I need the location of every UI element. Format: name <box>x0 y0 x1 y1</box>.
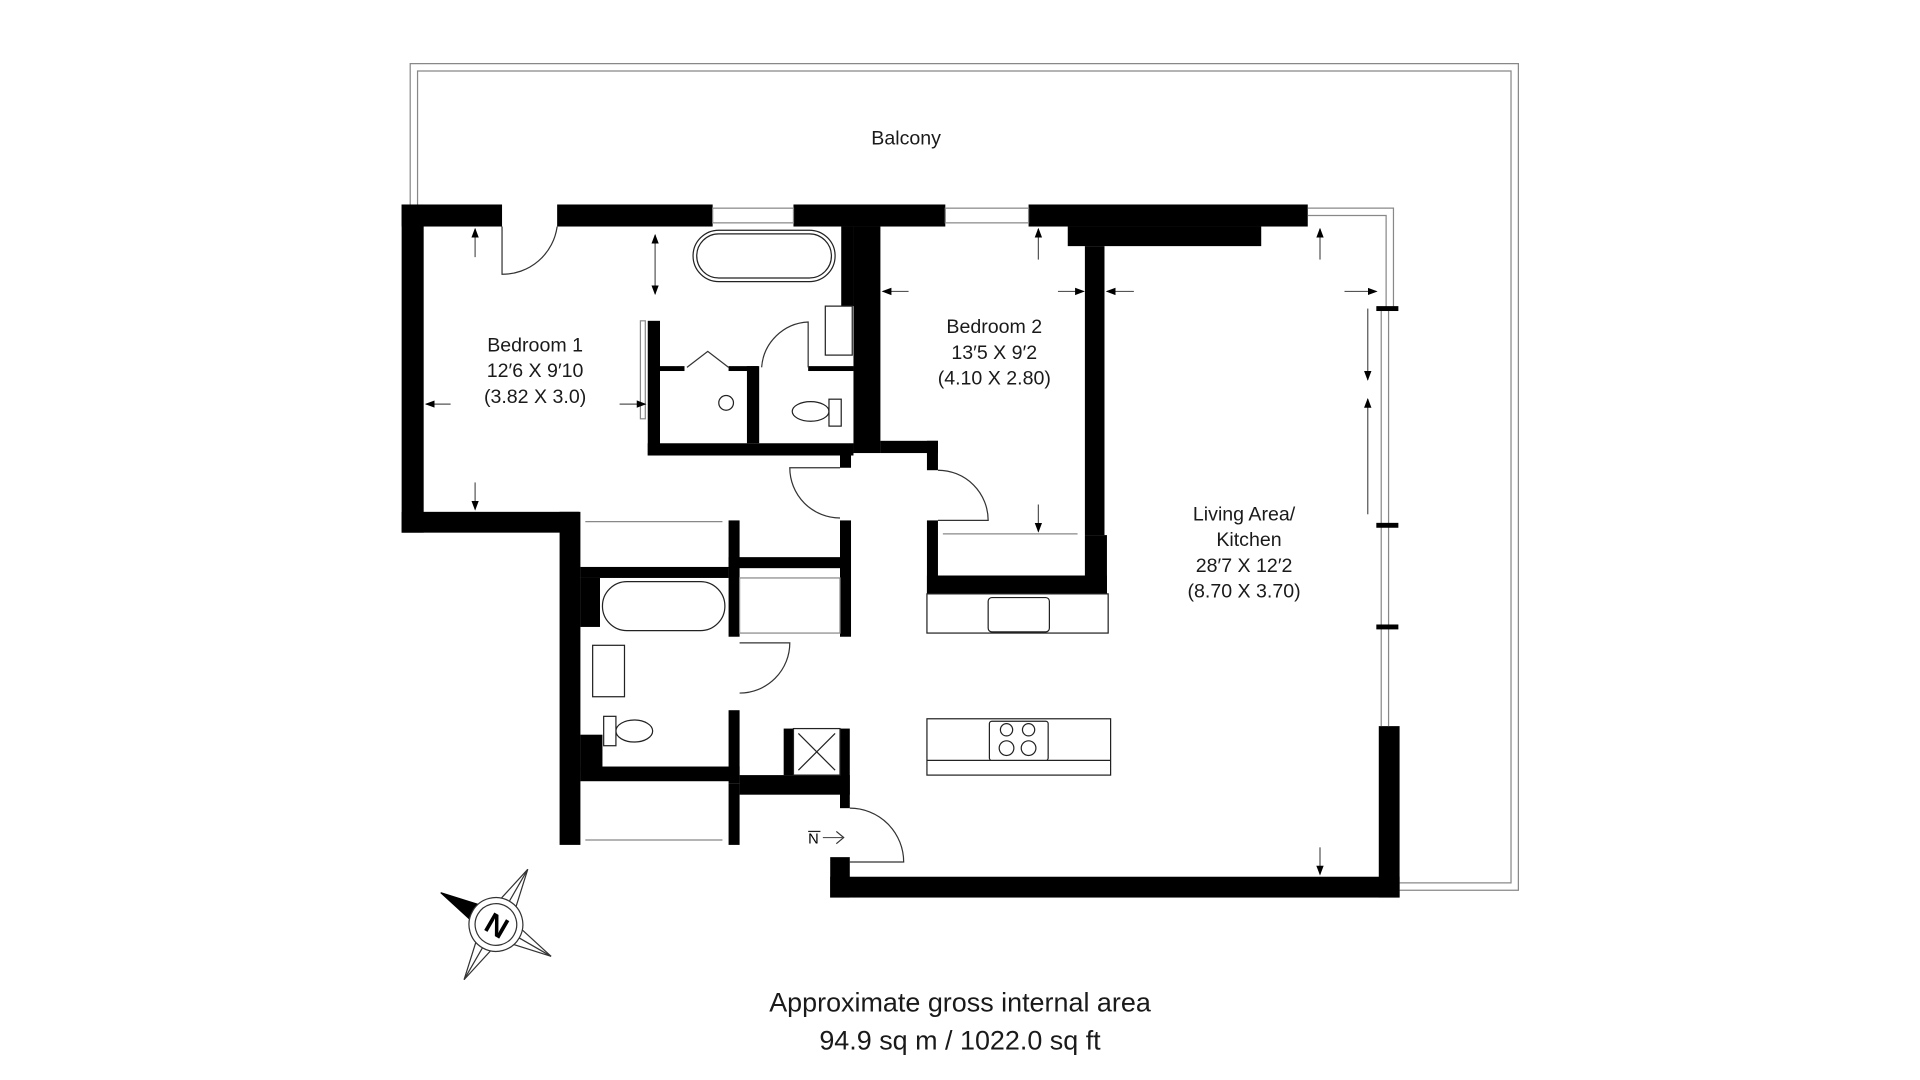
bathtub-main-icon <box>601 581 726 632</box>
wardrobes <box>585 320 1078 841</box>
interior-walls <box>580 226 1107 845</box>
fixtures <box>592 229 1112 776</box>
room-living-kitchen: Living Area/ Kitchen 28′7 X 12′2 (8.70 X… <box>1187 503 1300 602</box>
room-name-line2: Kitchen <box>1216 529 1281 551</box>
balcony-outline <box>409 63 1519 891</box>
entrance-marker: N <box>808 830 845 848</box>
basin-icon <box>824 305 853 356</box>
room-name-line1: Living Area/ <box>1193 503 1296 525</box>
bathtub-icon <box>692 229 836 283</box>
balcony-label: Balcony <box>871 127 941 149</box>
shower-icon <box>718 394 735 411</box>
compass-rose-icon <box>440 868 552 981</box>
dimension-arrows <box>424 227 1378 876</box>
doors <box>501 226 989 863</box>
room-dims-metric: (3.82 X 3.0) <box>484 386 586 408</box>
room-bedroom-1: Bedroom 1 12′6 X 9′10 (3.82 X 3.0) <box>484 334 586 407</box>
toilet-main-icon <box>615 719 654 743</box>
entrance-letter: N <box>808 832 819 848</box>
sink-icon <box>987 596 1050 633</box>
hob-icon <box>988 720 1049 762</box>
room-dims-imperial: 28′7 X 12′2 <box>1196 555 1293 577</box>
room-dims-metric: (4.10 X 2.80) <box>938 367 1051 389</box>
area-value: 94.9 sq m / 1022.0 sq ft <box>819 1025 1101 1055</box>
room-dims-imperial: 12′6 X 9′10 <box>487 360 584 382</box>
room-dims-metric: (8.70 X 3.70) <box>1187 581 1300 603</box>
room-name: Bedroom 1 <box>487 334 583 356</box>
room-dims-imperial: 13′5 X 9′2 <box>951 342 1037 364</box>
basin-main-icon <box>592 644 626 698</box>
room-bedroom-2: Bedroom 2 13′5 X 9′2 (4.10 X 2.80) <box>938 316 1051 389</box>
toilet-icon <box>791 401 830 422</box>
room-name: Bedroom 2 <box>946 316 1042 338</box>
area-caption: Approximate gross internal area <box>769 987 1151 1017</box>
exterior-walls <box>401 204 1400 898</box>
